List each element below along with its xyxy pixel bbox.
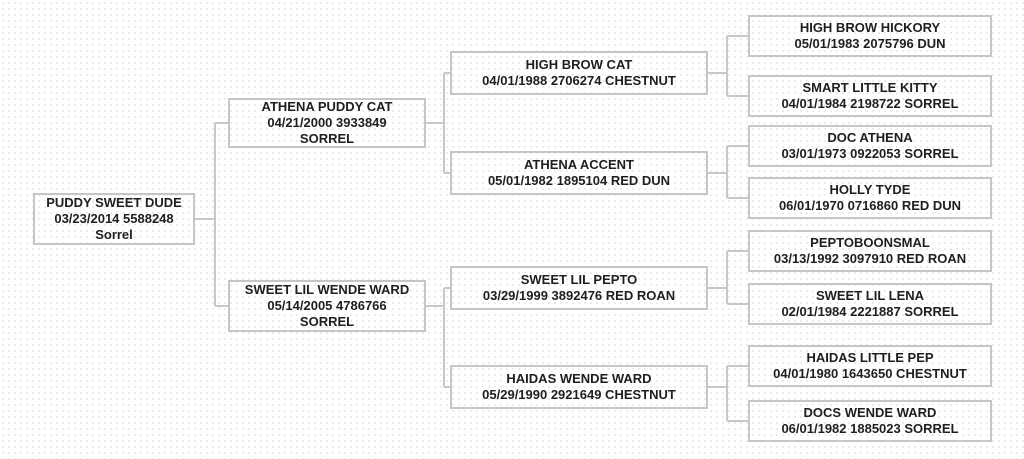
horse-info: 04/01/1980 1643650 CHESTNUT xyxy=(773,366,967,381)
bracket-sire-dam-to-gen4 xyxy=(708,145,748,199)
node-sire-sire: HIGH BROW CAT 04/01/1988 2706274 CHESTNU… xyxy=(450,51,708,95)
horse-info: 05/29/1990 2921649 CHESTNUT xyxy=(482,387,676,402)
horse-info: 03/01/1973 0922053 SORREL xyxy=(781,146,959,161)
horse-info: 06/01/1982 1885023 SORREL xyxy=(781,421,959,436)
node-dam-dam-sire: HAIDAS LITTLE PEP 04/01/1980 1643650 CHE… xyxy=(748,345,992,387)
horse-color: SORREL xyxy=(299,131,355,146)
node-dam-dam: HAIDAS WENDE WARD 05/29/1990 2921649 CHE… xyxy=(450,365,708,409)
bracket-sire-to-gen3 xyxy=(426,72,450,174)
horse-color: Sorrel xyxy=(95,227,133,242)
node-dam-sire: SWEET LIL PEPTO 03/29/1999 3892476 RED R… xyxy=(450,266,708,310)
node-dam-sire-sire: PEPTOBOONSMAL 03/13/1992 3097910 RED ROA… xyxy=(748,230,992,272)
horse-name: PUDDY SWEET DUDE xyxy=(46,195,182,210)
bracket-dam-to-gen3 xyxy=(426,287,450,388)
node-sire-dam: ATHENA ACCENT 05/01/1982 1895104 RED DUN xyxy=(450,151,708,195)
horse-info: 03/13/1992 3097910 RED ROAN xyxy=(773,251,967,266)
node-dam-dam-dam: DOCS WENDE WARD 06/01/1982 1885023 SORRE… xyxy=(748,400,992,442)
horse-name: ATHENA PUDDY CAT xyxy=(261,99,393,114)
horse-info: 03/29/1999 3892476 RED ROAN xyxy=(482,288,676,303)
horse-name: SWEET LIL PEPTO xyxy=(520,272,638,287)
horse-name: HIGH BROW HICKORY xyxy=(799,20,941,35)
horse-name: DOCS WENDE WARD xyxy=(803,405,937,420)
horse-info: 05/01/1983 2075796 DUN xyxy=(794,36,946,51)
node-subject: PUDDY SWEET DUDE 03/23/2014 5588248 Sorr… xyxy=(33,193,195,245)
node-sire-dam-sire: DOC ATHENA 03/01/1973 0922053 SORREL xyxy=(748,125,992,167)
horse-name: PEPTOBOONSMAL xyxy=(810,235,930,250)
node-sire-sire-dam: SMART LITTLE KITTY 04/01/1984 2198722 SO… xyxy=(748,75,992,117)
horse-info: 04/01/1984 2198722 SORREL xyxy=(781,96,959,111)
horse-name: SMART LITTLE KITTY xyxy=(802,80,938,95)
horse-info: 04/01/1988 2706274 CHESTNUT xyxy=(482,73,676,88)
node-dam-sire-dam: SWEET LIL LENA 02/01/1984 2221887 SORREL xyxy=(748,283,992,325)
horse-info: 02/01/1984 2221887 SORREL xyxy=(781,304,959,319)
horse-info: 03/23/2014 5588248 xyxy=(54,211,174,226)
horse-name: HOLLY TYDE xyxy=(829,182,911,197)
horse-name: ATHENA ACCENT xyxy=(523,157,634,172)
bracket-dam-dam-to-gen4 xyxy=(708,365,748,422)
horse-name: DOC ATHENA xyxy=(827,130,913,145)
horse-info: 05/14/2005 4786766 xyxy=(267,298,387,313)
horse-name: SWEET LIL LENA xyxy=(815,288,925,303)
bracket-sire-sire-to-gen4 xyxy=(708,35,748,97)
horse-name: SWEET LIL WENDE WARD xyxy=(244,282,410,297)
horse-name: HAIDAS LITTLE PEP xyxy=(806,350,934,365)
node-sire: ATHENA PUDDY CAT 04/21/2000 3933849 SORR… xyxy=(228,98,426,148)
horse-name: HAIDAS WENDE WARD xyxy=(506,371,652,386)
node-sire-dam-dam: HOLLY TYDE 06/01/1970 0716860 RED DUN xyxy=(748,177,992,219)
horse-info: 04/21/2000 3933849 xyxy=(267,115,387,130)
horse-name: HIGH BROW CAT xyxy=(525,57,633,72)
horse-info: 05/01/1982 1895104 RED DUN xyxy=(487,173,671,188)
horse-info: 06/01/1970 0716860 RED DUN xyxy=(778,198,962,213)
node-dam: SWEET LIL WENDE WARD 05/14/2005 4786766 … xyxy=(228,280,426,332)
horse-color: SORREL xyxy=(299,314,355,329)
node-sire-sire-sire: HIGH BROW HICKORY 05/01/1983 2075796 DUN xyxy=(748,15,992,57)
bracket-dam-sire-to-gen4 xyxy=(708,250,748,305)
bracket-root-to-gen2 xyxy=(195,122,228,307)
